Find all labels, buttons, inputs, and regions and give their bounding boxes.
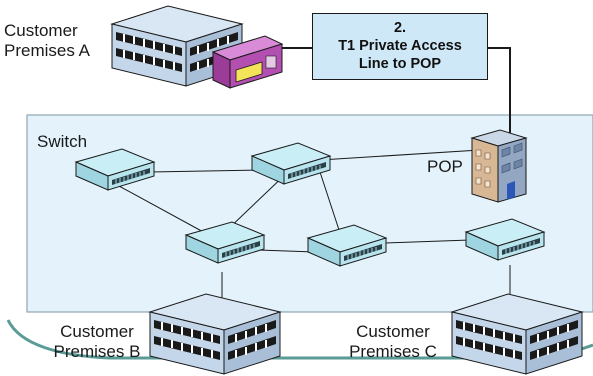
premises-a-label: Customer Premises A <box>4 21 90 61</box>
premises-b-label: Customer Premises B <box>44 322 150 362</box>
switch-label: Switch <box>37 132 88 151</box>
pop-building-icon <box>470 129 528 203</box>
pop-label: POP <box>427 157 463 176</box>
access-line-callout: 2. T1 Private Access Line to POP <box>312 13 488 80</box>
switch-links <box>107 149 511 320</box>
premises-c-line2: Premises C <box>349 342 437 361</box>
premises-c-line1: Customer <box>356 322 430 341</box>
callout-number: 2. <box>393 20 407 36</box>
router-icon <box>211 35 284 89</box>
premises-b-line1: Customer <box>60 322 134 341</box>
callout-line-2: T1 Private Access <box>338 38 462 54</box>
premises-b-line2: Premises B <box>53 342 141 361</box>
premises-a-line2: Premises A <box>4 41 90 60</box>
premises-a-line1: Customer <box>4 21 78 40</box>
premises-c-label: Customer Premises C <box>340 322 446 362</box>
callout-line-3: Line to POP <box>358 56 442 72</box>
